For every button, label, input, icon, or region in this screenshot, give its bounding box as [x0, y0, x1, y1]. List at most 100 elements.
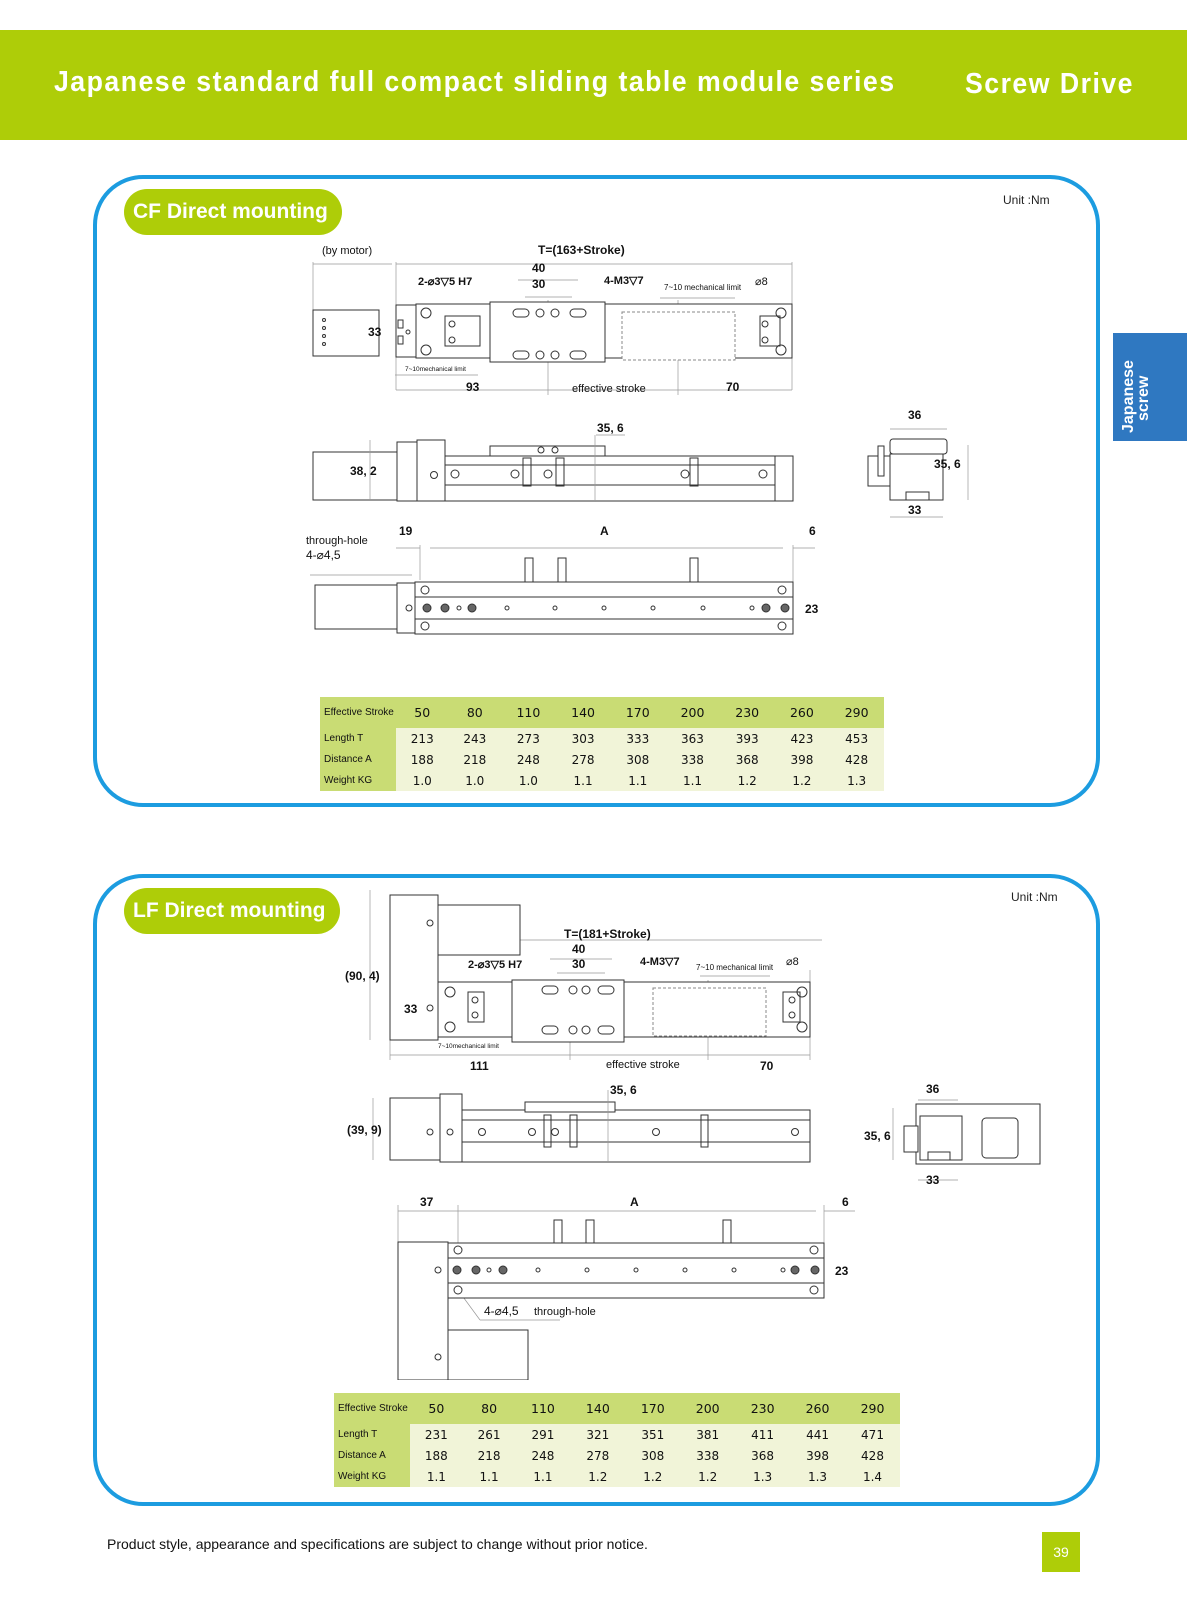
cf-through-hole-spec: 4-⌀4,5 [306, 548, 341, 562]
series-title: Japanese standard full compact sliding t… [54, 66, 896, 98]
table-cell: 411 [735, 1424, 791, 1445]
lf-through-hole-spec: 4-⌀4,5 [484, 1304, 519, 1318]
table-cell: 1.2 [680, 1466, 736, 1487]
cf-section-title: CF Direct mounting [124, 189, 342, 235]
table-cell: 1.3 [790, 1466, 845, 1487]
stroke-cell: 260 [790, 1393, 845, 1424]
lf-end-width-36: 36 [926, 1082, 940, 1096]
table-cell: 363 [665, 728, 720, 749]
table-cell: 1.3 [829, 770, 884, 791]
stroke-cell: 290 [829, 697, 884, 728]
row-label: Length T [334, 1424, 410, 1445]
cf-header-label: Effective Stroke [320, 697, 396, 728]
table-cell: 243 [448, 728, 502, 749]
table-cell: 338 [665, 749, 720, 770]
stroke-cell: 290 [845, 1393, 900, 1424]
lf-stroke-header-row: Effective Stroke 50 80 110 140 170 200 2… [334, 1393, 900, 1424]
table-cell: 351 [625, 1424, 681, 1445]
lf-end-width-33: 33 [926, 1173, 940, 1187]
stroke-cell: 200 [680, 1393, 736, 1424]
table-cell: 1.1 [410, 1466, 463, 1487]
table-cell: 218 [448, 749, 502, 770]
stroke-cell: 50 [396, 697, 449, 728]
lf-side-height: (39, 9) [347, 1123, 382, 1137]
lf-section-title: LF Direct mounting [124, 888, 340, 934]
table-cell: 1.1 [610, 770, 666, 791]
stroke-cell: 230 [719, 697, 775, 728]
cf-dim-a: A [600, 524, 609, 538]
disclaimer-note: Product style, appearance and specificat… [107, 1536, 648, 1552]
lf-dia-8: ⌀8 [786, 956, 799, 968]
table-cell: 1.2 [570, 1466, 626, 1487]
lf-dim-a: A [630, 1195, 639, 1209]
table-cell: 428 [829, 749, 884, 770]
table-cell: 398 [774, 749, 830, 770]
table-cell: 1.3 [735, 1466, 791, 1487]
lf-dim-40: 40 [572, 942, 586, 956]
cf-dim-23: 23 [805, 602, 819, 616]
lf-hole-pin-spec: 2-⌀3▽5 H7 [468, 959, 522, 971]
table-cell: 381 [680, 1424, 736, 1445]
row-label: Distance A [320, 749, 396, 770]
cf-dim-19: 19 [399, 524, 413, 538]
cf-dim-70: 70 [726, 380, 740, 394]
cf-side-height: 38, 2 [350, 464, 377, 478]
table-cell: 1.1 [462, 1466, 516, 1487]
row-label: Length T [320, 728, 396, 749]
lf-dim-30: 30 [572, 957, 586, 971]
table-cell: 453 [829, 728, 884, 749]
lf-dim-37: 37 [420, 1195, 434, 1209]
lf-mech-limit-top: 7~10 mechanical limit [696, 963, 774, 972]
table-cell: 471 [845, 1424, 900, 1445]
table-cell: 423 [774, 728, 830, 749]
table-cell: 321 [570, 1424, 626, 1445]
lf-unit-label: Unit :Nm [1011, 890, 1058, 904]
page-header-band: Japanese standard full compact sliding t… [0, 30, 1187, 140]
side-category-tab[interactable]: Japanese screw [1113, 333, 1187, 441]
stroke-cell: 50 [410, 1393, 463, 1424]
lf-hole-tap-spec: 4-M3▽7 [640, 956, 680, 968]
table-cell: 248 [501, 749, 556, 770]
table-cell: 398 [790, 1445, 845, 1466]
lf-length-formula: T=(181+Stroke) [564, 927, 651, 941]
table-cell: 1.4 [845, 1466, 900, 1487]
table-cell: 231 [410, 1424, 463, 1445]
cf-end-view-drawing: 36 35, 6 33 [867, 408, 969, 518]
cf-spec-table: Effective Stroke 50 80 110 140 170 200 2… [320, 697, 884, 791]
cf-mech-limit-bottom: 7~10mechanical limit [405, 366, 466, 373]
cf-dim-33: 33 [368, 325, 382, 339]
lf-weight-row: Weight KG 1.1 1.1 1.1 1.2 1.2 1.2 1.3 1.… [334, 1466, 900, 1487]
cf-end-height: 35, 6 [934, 457, 961, 471]
cf-table-height: 35, 6 [597, 421, 624, 435]
cf-side-view-drawing: 38, 2 35, 6 [312, 421, 794, 502]
cf-motor-note: (by motor) [322, 245, 372, 257]
lf-mech-limit-bottom: 7~10mechanical limit [438, 1043, 499, 1050]
table-cell: 261 [462, 1424, 516, 1445]
lf-spec-table: Effective Stroke 50 80 110 140 170 200 2… [334, 1393, 900, 1487]
lf-header-label: Effective Stroke [334, 1393, 410, 1424]
table-cell: 1.2 [774, 770, 830, 791]
lf-table-height: 35, 6 [610, 1083, 637, 1097]
stroke-cell: 80 [462, 1393, 516, 1424]
lf-top-view-drawing: (90, 4) T=(181+Stroke) 40 30 2-⌀3▽5 H7 4… [345, 890, 822, 1070]
cf-dim-6: 6 [809, 524, 816, 538]
side-tab-label: Japanese screw [1120, 333, 1152, 433]
lf-dim-70: 70 [760, 1059, 774, 1070]
cf-weight-row: Weight KG 1.0 1.0 1.0 1.1 1.1 1.1 1.2 1.… [320, 770, 884, 791]
drive-type-title: Screw Drive [965, 68, 1134, 100]
table-cell: 1.0 [396, 770, 449, 791]
table-cell: 428 [845, 1445, 900, 1466]
cf-dim-93: 93 [466, 380, 480, 394]
cf-end-width-36: 36 [908, 408, 922, 422]
table-cell: 248 [515, 1445, 571, 1466]
table-cell: 273 [501, 728, 556, 749]
row-label: Weight KG [320, 770, 396, 791]
side-tab-line-2: screw [1135, 375, 1152, 421]
table-cell: 1.1 [555, 770, 611, 791]
lf-effective-stroke: effective stroke [606, 1059, 680, 1070]
stroke-cell: 110 [515, 1393, 571, 1424]
cf-bottom-view-drawing: through-hole 4-⌀4,5 19 A 6 23 [306, 524, 819, 635]
lf-end-view-drawing: 36 35, 6 33 [864, 1082, 1041, 1187]
table-cell: 368 [735, 1445, 791, 1466]
table-cell: 333 [610, 728, 666, 749]
